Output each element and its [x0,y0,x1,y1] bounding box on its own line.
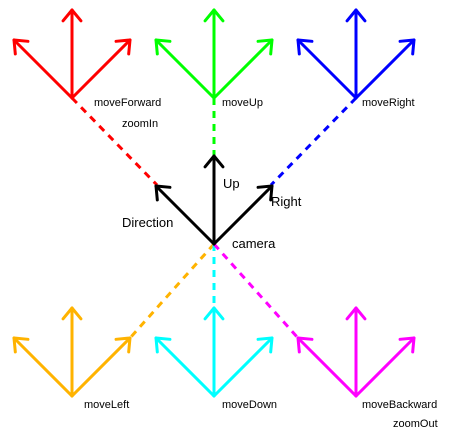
move-forward-right-arrow [70,38,132,100]
move-backward-right-arrow [354,336,416,398]
label-move-up: moveUp [222,97,263,109]
move-backward-connector [212,243,300,339]
move-up-right-arrow [212,38,274,100]
camera-label: camera [232,236,276,251]
label-zoom-out: zoomOut [393,418,438,430]
move-left-frame-axes-icon [12,306,132,398]
move-forward-connector [70,96,159,187]
move-down-frame-axes-icon [154,306,274,398]
move-up-left-arrow [154,38,216,100]
move-left-left-arrow [12,336,74,398]
move-right-connector [269,96,358,187]
move-down-right-arrow [212,336,274,398]
label-zoom-in: zoomIn [122,118,158,130]
move-down-up-arrow [203,306,225,398]
move-right-frame-axes-icon [296,8,416,100]
move-left-up-arrow [61,306,83,398]
label-move-right: moveRight [362,97,415,109]
label-move-forward: moveForward [94,97,161,109]
move-backward-left-arrow [296,336,358,398]
move-down-left-arrow [154,336,216,398]
label-move-left: moveLeft [84,399,129,411]
move-up-up-arrow [203,8,225,100]
axis-label-up: Up [223,176,240,191]
move-left-right-arrow [70,336,132,398]
camera-up-arrow [203,154,225,246]
movement-frames [12,8,416,398]
label-move-down: moveDown [222,399,277,411]
move-left-connector [128,243,216,339]
move-forward-up-arrow [61,8,83,100]
axis-label-right: Right [271,194,302,209]
move-forward-frame-axes-icon [12,8,132,100]
label-move-backward: moveBackward [362,399,437,411]
move-backward-frame-axes-icon [296,306,416,398]
move-up-frame-axes-icon [154,8,274,100]
camera-left-arrow [154,184,216,246]
camera-frame [154,154,274,246]
move-right-right-arrow [354,38,416,100]
axis-label-direction: Direction [122,215,173,230]
move-forward-left-arrow [12,38,74,100]
move-backward-up-arrow [345,306,367,398]
move-right-up-arrow [345,8,367,100]
move-right-left-arrow [296,38,358,100]
camera-right-arrow [212,184,274,246]
